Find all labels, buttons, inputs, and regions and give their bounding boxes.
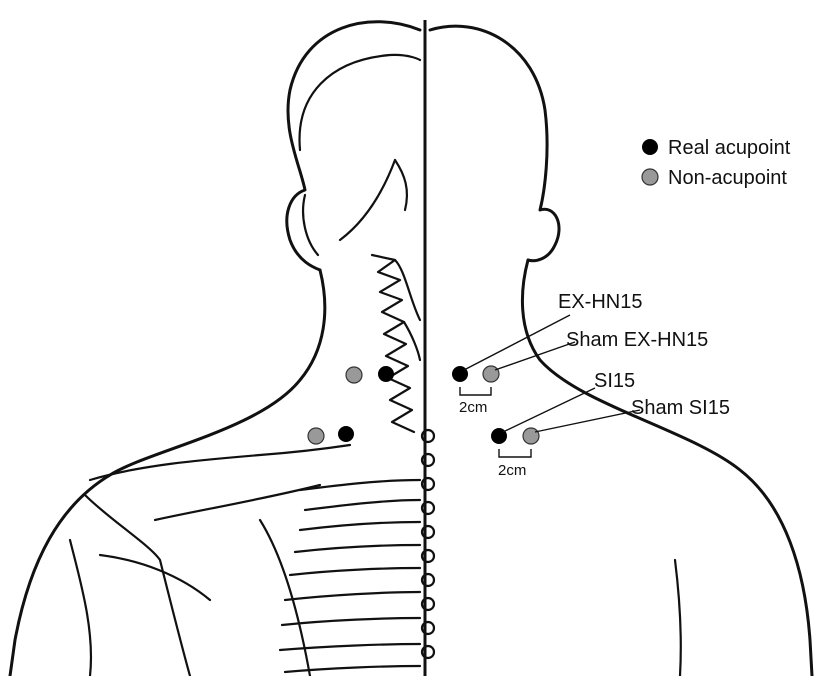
left-body-outline xyxy=(10,22,420,676)
legend-sham-label: Non-acupoint xyxy=(668,167,787,189)
distance-label-upper: 2cm xyxy=(459,399,487,416)
distance-bracket-upper xyxy=(460,387,491,395)
si15-leader xyxy=(503,388,595,432)
si15-point-left xyxy=(338,426,354,442)
sham-si15-point-left xyxy=(308,428,324,444)
distance-label-lower: 2cm xyxy=(498,462,526,479)
sham-ex-hn15-point xyxy=(483,366,499,382)
ex-hn15-point-left xyxy=(378,366,394,382)
sham-si15-leader xyxy=(535,410,640,432)
left-acupoints xyxy=(308,366,394,444)
legend: Real acupoint Non-acupoint xyxy=(642,137,791,189)
sham-si15-point xyxy=(523,428,539,444)
sham-ex-hn15-point-left xyxy=(346,367,362,383)
si15-label: SI15 xyxy=(594,370,635,392)
si15-point xyxy=(491,428,507,444)
legend-real-label: Real acupoint xyxy=(668,137,791,159)
sham-ex-hn15-label: Sham EX-HN15 xyxy=(566,329,708,351)
right-body-outline xyxy=(430,26,812,676)
ex-hn15-label: EX-HN15 xyxy=(558,291,642,313)
distance-bracket-lower xyxy=(499,449,531,457)
legend-real-marker xyxy=(642,139,658,155)
sham-ex-hn15-leader xyxy=(495,342,575,370)
sham-si15-label: Sham SI15 xyxy=(631,397,730,419)
legend-sham-marker xyxy=(642,169,658,185)
